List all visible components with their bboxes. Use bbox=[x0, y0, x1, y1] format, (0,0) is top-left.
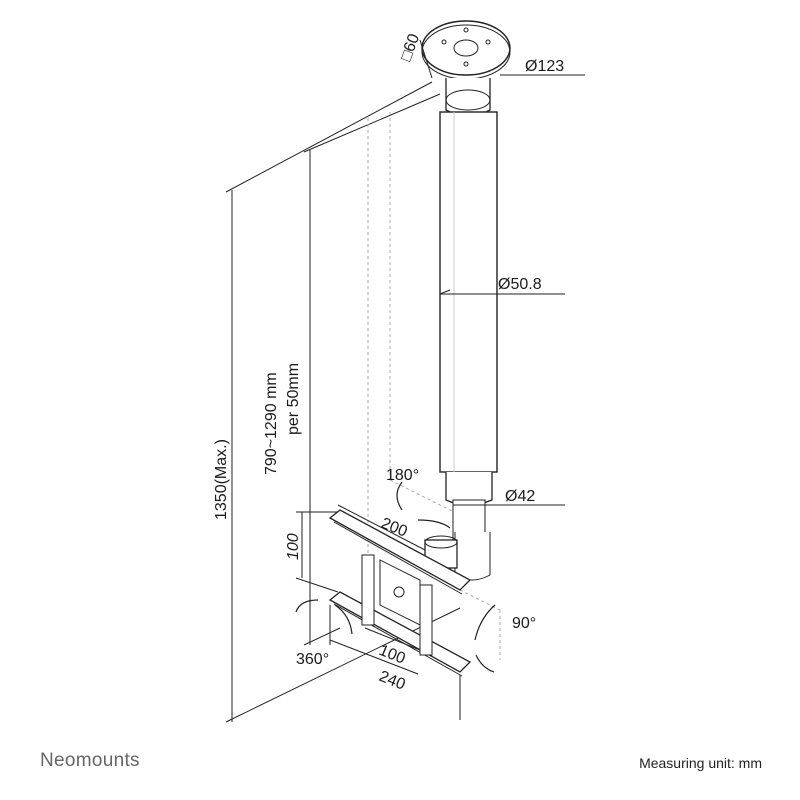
tilt-angle-label: 90° bbox=[512, 615, 536, 632]
height-step-label: per 50mm bbox=[285, 363, 302, 435]
tilt-arrow-90-icon bbox=[474, 604, 496, 641]
brand-logo: Neomounts bbox=[40, 750, 140, 771]
vesa-inner-label: 100 bbox=[377, 642, 408, 668]
lower-pole-diameter-label: Ø42 bbox=[505, 488, 535, 505]
measuring-unit-label: Measuring unit: mm bbox=[639, 755, 762, 771]
plate-square-label: □60 bbox=[398, 32, 423, 64]
pole-diameter-label: Ø50.8 bbox=[498, 276, 542, 293]
pole bbox=[439, 111, 498, 473]
rotate-arrow-180-icon bbox=[396, 481, 403, 511]
rotation-label: 360° bbox=[296, 651, 329, 668]
plate-diameter-label: Ø123 bbox=[525, 58, 564, 75]
ceiling-plate bbox=[421, 20, 511, 76]
bracket-total-label: 240 bbox=[377, 668, 408, 694]
swivel-angle-label: 180° bbox=[386, 467, 419, 484]
max-height-label: 1350(Max.) bbox=[213, 439, 230, 520]
bracket-upper-rail bbox=[328, 509, 472, 591]
height-range-label: 790~1290 mm bbox=[263, 372, 280, 475]
rotate-arrow-360-icon bbox=[295, 599, 319, 613]
bracket-height-label: 100 bbox=[285, 533, 302, 560]
